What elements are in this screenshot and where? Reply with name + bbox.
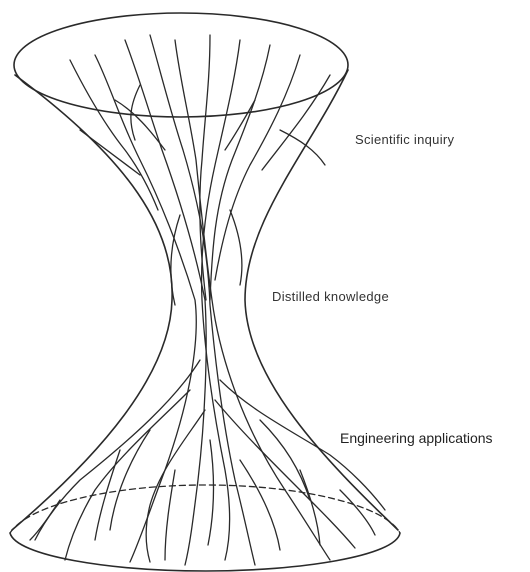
silhouette-left [12,75,172,530]
label-scientific-inquiry: Scientific inquiry [355,132,454,147]
label-distilled-knowledge: Distilled knowledge [272,289,389,304]
top-ellipse [14,13,348,117]
bottom-ellipse-front [10,533,400,571]
label-engineering-applications: Engineering applications [340,430,493,446]
